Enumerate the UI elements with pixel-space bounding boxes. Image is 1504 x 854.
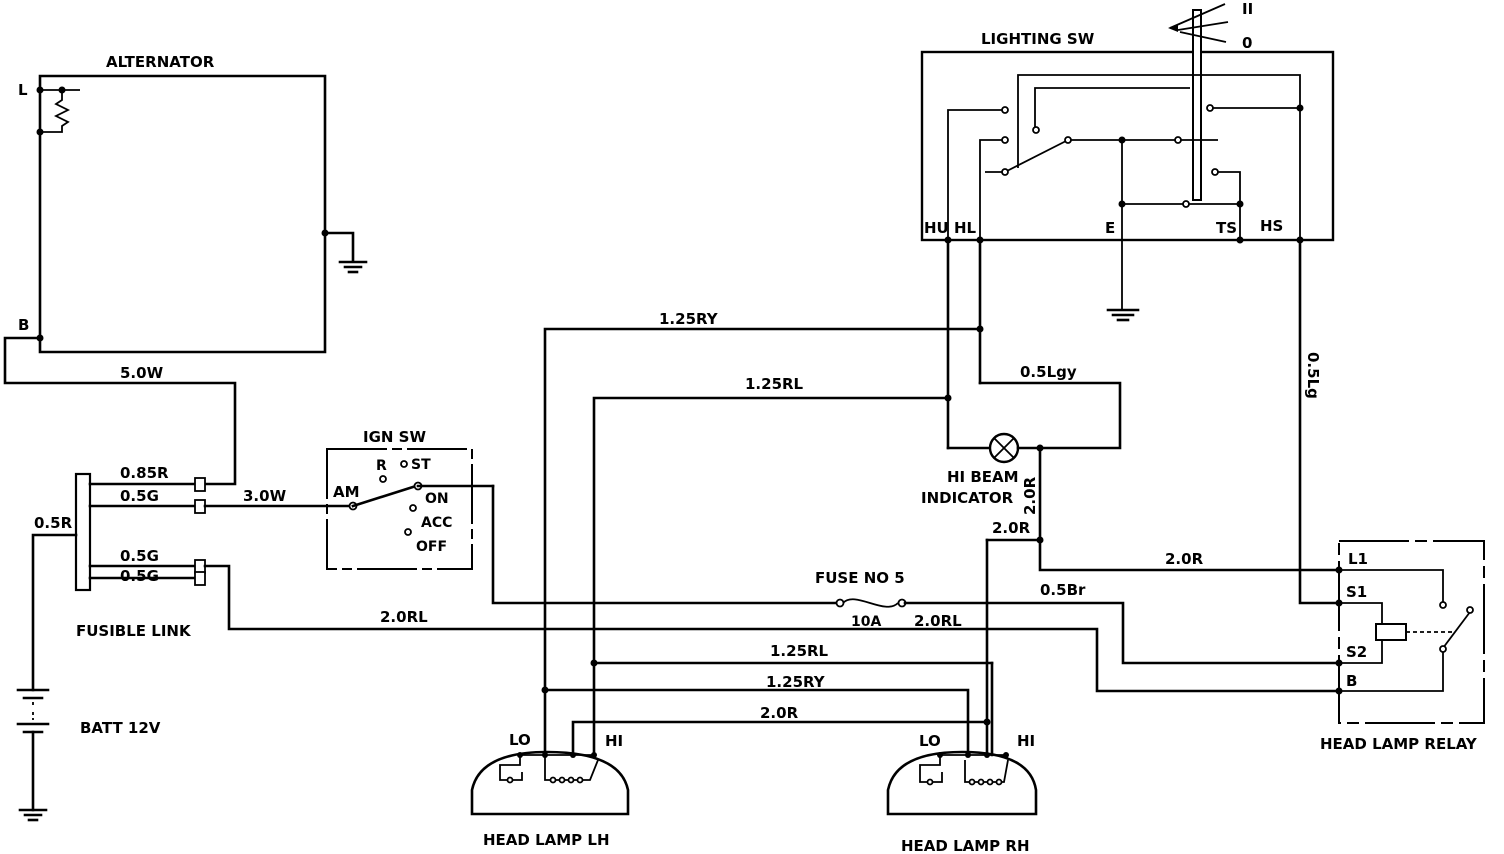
ign-terminal-st: ST (411, 457, 431, 473)
rh-terminal-hi: HI (1017, 732, 1035, 750)
wire-3-0w: 3.0W (243, 487, 287, 505)
wire-2-0r-vert: 2.0R (1021, 476, 1039, 515)
head-lamp-lh: LO HI HEAD LAMP LH (470, 661, 630, 849)
wire-2-0r-a: 2.0R (992, 519, 1031, 537)
hi-beam-indicator: HI BEAM INDICATOR (921, 432, 1044, 507)
ign-terminal-r: R (376, 458, 387, 474)
ign-terminal-am: AM (333, 483, 360, 501)
battery: BATT 12V (16, 688, 161, 822)
fuse-label: FUSE NO 5 (815, 569, 905, 587)
relay-terminal-l1: L1 (1348, 550, 1368, 568)
lh-terminal-lo: LO (509, 731, 531, 749)
relay-terminal-s1: S1 (1346, 583, 1367, 601)
fuse-icon (842, 598, 899, 608)
relay-terminal-s2: S2 (1346, 643, 1367, 661)
wire-0-5g-b: 0.5G (120, 547, 159, 565)
wire-0-5br: 0.5Br (1040, 581, 1086, 599)
battery-label: BATT 12V (80, 719, 161, 737)
alternator-label: ALTERNATOR (106, 53, 215, 71)
relay-contact-icon (1442, 611, 1471, 649)
wire-2-0rl-b: 2.0RL (914, 612, 962, 630)
wire-2-0r-b: 2.0R (1165, 550, 1204, 568)
wire-2-0r-low: 2.0R (760, 704, 799, 722)
wire-0-5g-a: 0.5G (120, 487, 159, 505)
hi-beam-label-1: HI BEAM (947, 468, 1019, 486)
wire-0-5lgy: 0.5Lgy (1020, 363, 1077, 381)
sw-terminal-ts: TS (1216, 219, 1237, 237)
relay-coil-icon (1375, 623, 1407, 641)
lh-hi-filament-icon (544, 755, 599, 781)
head-lamp-rh-label: HEAD LAMP RH (901, 837, 1030, 854)
alt-terminal-l: L (18, 81, 28, 99)
head-lamp-relay: L1 S1 S2 B HEAD LAMP RELAY (1320, 540, 1485, 753)
rh-lo-filament-icon (919, 755, 943, 783)
relay-terminal-b: B (1346, 672, 1357, 690)
sw-terminal-e: E (1105, 219, 1115, 237)
lighting-sw-contact (1004, 139, 1069, 173)
rh-hi-filament-icon (964, 759, 1009, 783)
wire-5-0w: 5.0W (120, 364, 164, 382)
head-lamp-lh-label: HEAD LAMP LH (483, 831, 610, 849)
sw-terminal-hl: HL (954, 219, 977, 237)
fusible-link-label: FUSIBLE LINK (76, 622, 192, 640)
ign-switch-lever (351, 484, 418, 508)
hi-beam-label-2: INDICATOR (921, 489, 1014, 507)
alternator: ALTERNATOR L B (18, 53, 368, 354)
fuse-no-5: FUSE NO 5 10A (815, 569, 907, 630)
ignition-switch: IGN SW R ST AM ON ACC OFF (326, 428, 495, 570)
lh-terminal-hi: HI (605, 732, 623, 750)
alt-terminal-b: B (18, 316, 29, 334)
ign-terminal-on: ON (425, 491, 449, 507)
wire-1-25ry-low: 1.25RY (766, 673, 826, 691)
sw-pos-2: II (1242, 0, 1253, 18)
sw-terminal-hs: HS (1260, 217, 1283, 235)
lighting-switch: LIGHTING SW II 0 (920, 0, 1335, 322)
wire-1-25rl-low: 1.25RL (770, 642, 829, 660)
lighting-sw-label: LIGHTING SW (981, 30, 1095, 48)
alternator-body (38, 74, 327, 354)
wire-0-85r: 0.85R (120, 464, 169, 482)
wire-0-5g-c: 0.5G (120, 567, 159, 585)
sw-terminal-hu: HU (924, 219, 949, 237)
lh-lo-filament-icon (499, 755, 523, 781)
wire-1-25ry-top: 1.25RY (659, 310, 719, 328)
fusible-link: 0.85R 0.5G 0.5G 0.5G FUSIBLE LINK (74, 464, 206, 640)
fuse-rating: 10A (851, 614, 881, 630)
ign-terminal-off: OFF (416, 539, 447, 555)
alternator-resistor (40, 90, 71, 133)
head-lamp-relay-label: HEAD LAMP RELAY (1320, 735, 1478, 753)
head-lamp-rh: LO HI HEAD LAMP RH (886, 538, 1038, 854)
rh-terminal-lo: LO (919, 732, 941, 750)
wire-0-5lg: 0.5Lg (1304, 352, 1322, 399)
wire-2-0rl-a: 2.0RL (380, 608, 428, 626)
sw-pos-0: 0 (1242, 34, 1252, 52)
ign-sw-label: IGN SW (363, 428, 426, 446)
wire-0-5r: 0.5R (34, 514, 73, 532)
ign-terminal-acc: ACC (421, 515, 452, 531)
wire-1-25rl-top: 1.25RL (745, 375, 804, 393)
